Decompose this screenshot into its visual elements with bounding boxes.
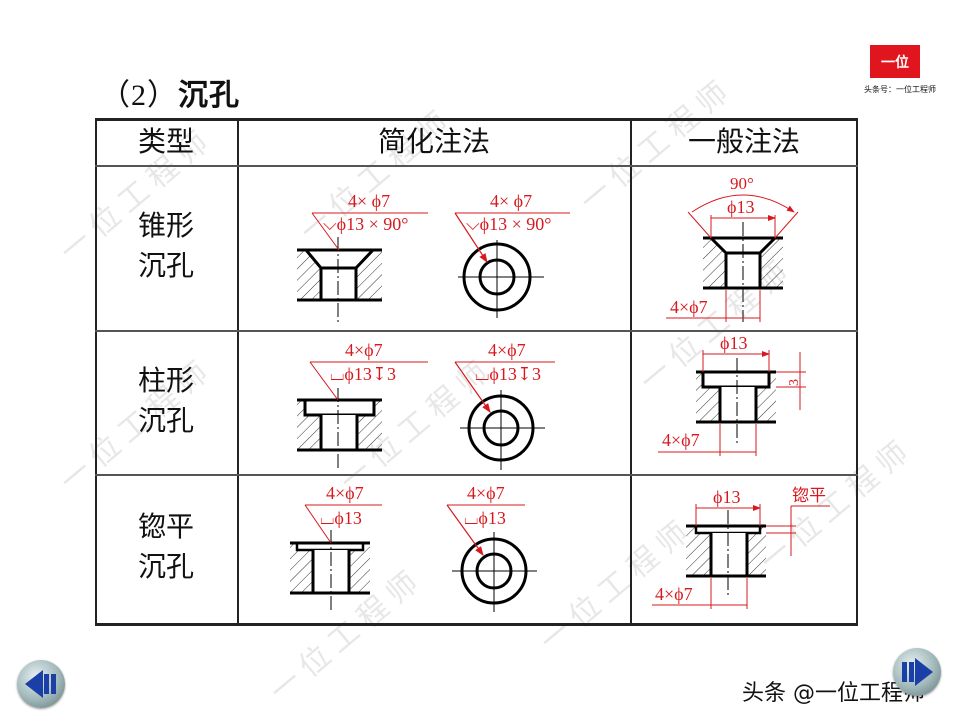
row2-general-diameter: ϕ13: [720, 333, 747, 353]
title-prefix: （2）: [100, 79, 178, 112]
spotface-general: ϕ13 锪平 4×ϕ7: [652, 486, 830, 609]
previous-icon: [25, 670, 56, 698]
row3-simplified-line1: 4×ϕ7: [326, 483, 364, 503]
row3-general-diameter: ϕ13: [713, 487, 740, 507]
brand-logo: 一位: [870, 45, 920, 78]
cone-countersink-section: 4× ϕ7 ⌵ϕ13 × 90°: [297, 191, 428, 322]
header-type: 类型: [137, 125, 194, 158]
row1-general-hole: 4×ϕ7: [670, 297, 708, 317]
row2-simplified-top-line2: ⌴ϕ13↧3: [475, 364, 541, 384]
spotface-top-view: 4×ϕ7 ⌴ϕ13: [446, 483, 537, 612]
row1-general-diameter: ϕ13: [727, 197, 754, 217]
cone-countersink-top-view: 4× ϕ7 ⌵ϕ13 × 90°: [454, 191, 570, 318]
counterbore-general: ϕ13 3 4×ϕ7: [658, 333, 806, 456]
brand-caption: 头条号：一位工程师: [864, 85, 936, 94]
footer-credit: 头条 @一位工程师: [742, 681, 925, 706]
row3-simplified-top-line2: ⌴ϕ13: [464, 508, 506, 528]
title-text: 沉孔: [178, 78, 240, 113]
row2-general-hole: 4×ϕ7: [662, 430, 700, 450]
row3-type-line1: 锪平: [137, 510, 194, 543]
row3-simplified-line2: ⌴ϕ13: [320, 508, 362, 528]
row1-simplified-line1: 4× ϕ7: [348, 191, 390, 211]
row2-type-line2: 沉孔: [137, 404, 194, 437]
spotface-section: 4×ϕ7 ⌴ϕ13: [290, 483, 382, 612]
row3-type-line2: 沉孔: [137, 550, 194, 583]
cone-countersink-general: 90° ϕ13 4×ϕ7: [666, 174, 799, 322]
header-simplified: 简化注法: [377, 125, 490, 158]
row2-type-line1: 柱形: [137, 364, 194, 397]
row2-general-depth: 3: [787, 379, 802, 386]
row3-general-hole: 4×ϕ7: [655, 584, 693, 604]
countersink-table: 类型 简化注法 一般注法 锥形 沉孔 柱形 沉孔 锪平 沉孔: [95, 118, 858, 626]
counterbore-section: 4×ϕ7 ⌴ϕ13↧3: [297, 340, 428, 470]
row3-simplified-top-line1: 4×ϕ7: [467, 483, 505, 503]
row1-simplified-line2: ⌵ϕ13 × 90°: [323, 214, 408, 234]
header-general: 一般注法: [687, 125, 800, 158]
row1-type: 锥形 沉孔: [95, 206, 237, 286]
row3-type: 锪平 沉孔: [95, 507, 237, 587]
row1-type-line2: 沉孔: [137, 249, 194, 282]
row1-simplified-top-line1: 4× ϕ7: [490, 191, 532, 211]
page-title: （2）沉孔: [100, 70, 240, 114]
next-icon: [902, 658, 933, 686]
row1-simplified-top-line2: ⌵ϕ13 × 90°: [466, 214, 551, 234]
counterbore-top-view: 4×ϕ7 ⌴ϕ13↧3: [454, 340, 555, 470]
row1-general-angle: 90°: [730, 174, 754, 193]
row2-simplified-line1: 4×ϕ7: [345, 340, 383, 360]
brand-logo-text: 一位: [881, 54, 909, 71]
row2-simplified-top-line1: 4×ϕ7: [488, 340, 526, 360]
row2-simplified-line2: ⌴ϕ13↧3: [330, 364, 396, 384]
next-button[interactable]: [893, 648, 941, 696]
previous-button[interactable]: [17, 660, 65, 708]
row1-type-line1: 锥形: [137, 209, 194, 242]
row2-type: 柱形 沉孔: [95, 361, 237, 441]
row3-general-note: 锪平: [792, 486, 826, 506]
